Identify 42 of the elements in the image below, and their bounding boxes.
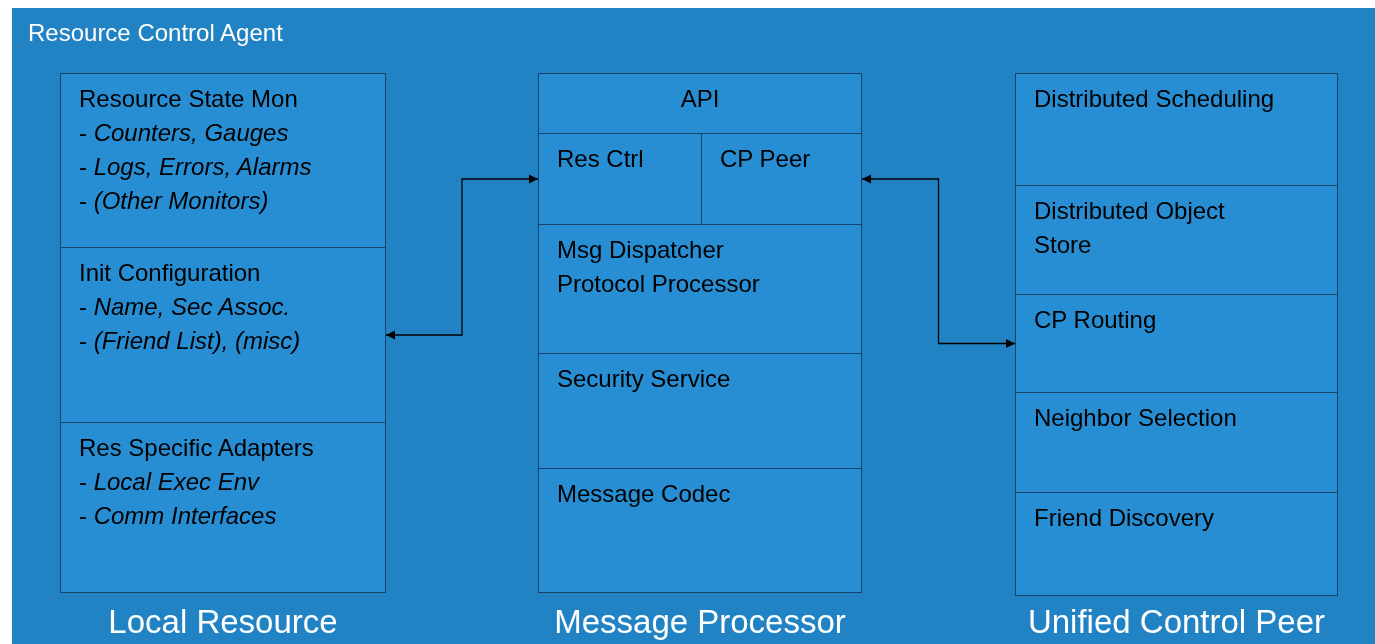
bullet-item: - Comm Interfaces	[79, 501, 278, 531]
bullet-item: - Logs, Errors, Alarms	[79, 152, 313, 182]
module-box	[1015, 392, 1338, 493]
module-box	[60, 422, 386, 593]
module-label: Resource State Mon	[79, 84, 299, 114]
module-box	[538, 224, 862, 354]
module-label: Msg Dispatcher Protocol Processor	[557, 235, 761, 299]
module-box	[538, 468, 862, 593]
component-caption: Message Processor	[553, 602, 847, 642]
module-label: Friend Discovery	[1034, 503, 1216, 533]
module-box	[538, 73, 862, 134]
module-box	[1015, 492, 1338, 596]
module-box	[538, 353, 862, 469]
connector-arrow	[861, 174, 1016, 349]
module-box	[1015, 185, 1338, 295]
module-label: Distributed Object Store	[1034, 196, 1226, 260]
module-box	[538, 133, 702, 225]
module-box	[1015, 294, 1338, 393]
module-label: Res Ctrl	[557, 144, 645, 174]
component-caption: Unified Control Peer	[1026, 602, 1327, 642]
module-label: CP Peer	[720, 144, 812, 174]
module-label: Init Configuration	[79, 258, 262, 288]
bullet-item: - Name, Sec Assoc.	[79, 292, 292, 322]
agent-panel	[12, 8, 1375, 644]
module-label: Neighbor Selection	[1034, 403, 1238, 433]
bullet-item: - Counters, Gauges	[79, 118, 290, 148]
module-box	[701, 133, 862, 225]
module-label: Message Codec	[557, 479, 732, 509]
module-label: API	[679, 84, 721, 114]
module-label: Res Specific Adapters	[79, 433, 315, 463]
module-box	[60, 73, 386, 248]
module-label: Security Service	[557, 364, 732, 394]
module-box	[1015, 73, 1338, 186]
bullet-item: - (Other Monitors)	[79, 186, 270, 216]
module-box	[60, 247, 386, 423]
bullet-item: - Local Exec Env	[79, 467, 261, 497]
connector-arrow	[385, 174, 539, 340]
module-label: Distributed Scheduling	[1034, 84, 1276, 114]
component-caption: Local Resource	[107, 602, 339, 642]
module-label: CP Routing	[1034, 305, 1158, 335]
bullet-item: - (Friend List), (misc)	[79, 326, 302, 356]
panel-heading: Resource Control Agent	[28, 18, 283, 48]
